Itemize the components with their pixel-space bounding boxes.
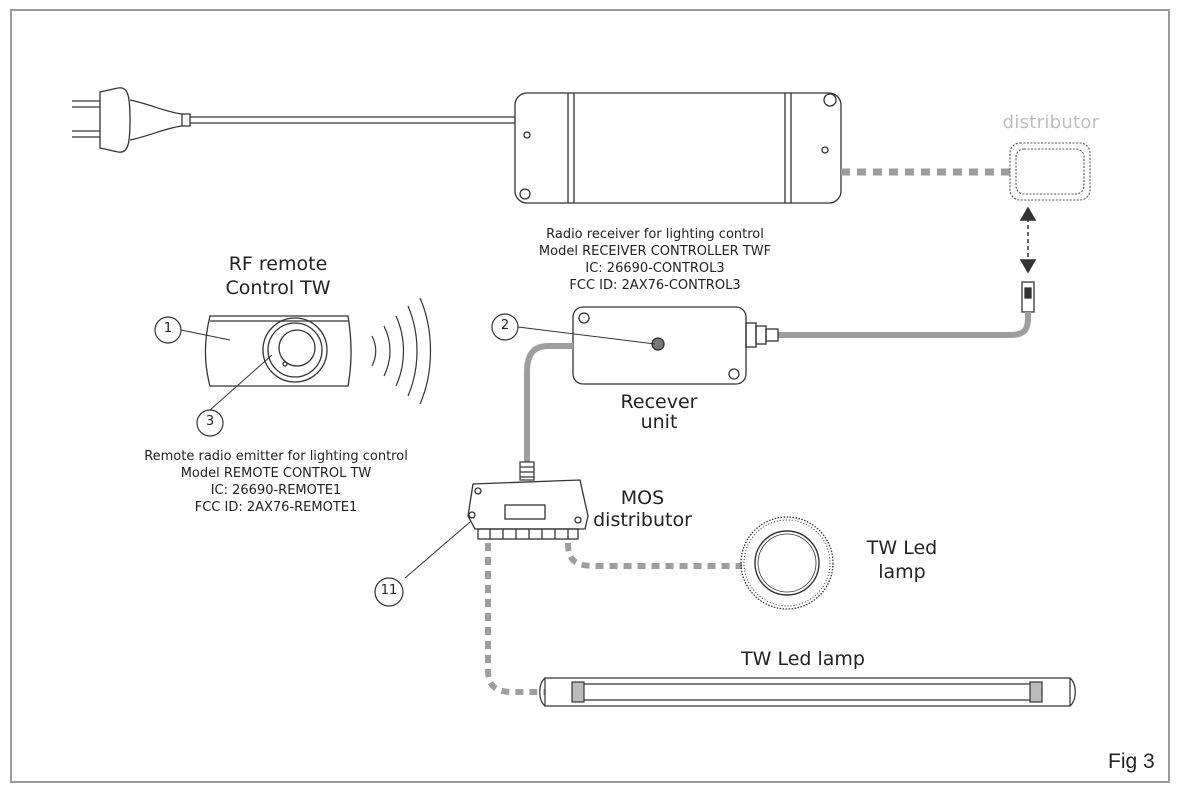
callout-2: 2 xyxy=(500,318,510,333)
mos-distributor-box xyxy=(467,479,589,540)
callout-1-circle xyxy=(154,316,182,344)
power-supply-box xyxy=(514,92,842,204)
distributor-label: distributor xyxy=(1002,112,1100,133)
rf-remote-icon xyxy=(204,315,352,387)
receiver-to-mos-cable xyxy=(524,343,573,462)
remote-caption: Remote radio emitter for lighting contro… xyxy=(144,449,408,515)
connector-icon xyxy=(1021,281,1035,313)
callout-2-circle xyxy=(491,313,519,341)
figure-frame xyxy=(10,9,1170,783)
distributor-icon xyxy=(1009,142,1091,201)
double-arrow-icon xyxy=(1019,206,1037,274)
callout-11: 11 xyxy=(380,583,398,598)
receiver-to-connector-cable xyxy=(778,312,1031,338)
bar-led-lamp-icon xyxy=(539,677,1076,707)
callout-11-circle xyxy=(374,577,404,607)
round-lamp-label: TW Led lamp xyxy=(866,537,938,583)
mos-input-connector xyxy=(519,461,535,481)
receiver-caption: Radio receiver for lighting control Mode… xyxy=(538,227,772,293)
bar-lamp-label: TW Led lamp xyxy=(741,648,865,670)
callout-1: 1 xyxy=(163,321,173,336)
mos-distributor-label: MOS distributor xyxy=(593,487,692,531)
receiver-unit-box xyxy=(572,306,779,385)
figure-number: Fig 3 xyxy=(1108,750,1155,773)
callout-leaders xyxy=(180,326,656,579)
round-led-lamp-icon xyxy=(740,516,834,610)
radio-waves-icon xyxy=(371,297,432,405)
rf-remote-title: RF remote Control TW xyxy=(225,253,331,299)
callout-3-circle xyxy=(196,409,224,437)
power-plug-icon xyxy=(72,87,515,153)
mos-to-round-lamp-cable xyxy=(565,542,742,569)
receiver-unit-label: Recever unit xyxy=(620,391,698,433)
callout-3: 3 xyxy=(205,414,215,429)
mos-to-bar-lamp-cable xyxy=(485,543,545,695)
